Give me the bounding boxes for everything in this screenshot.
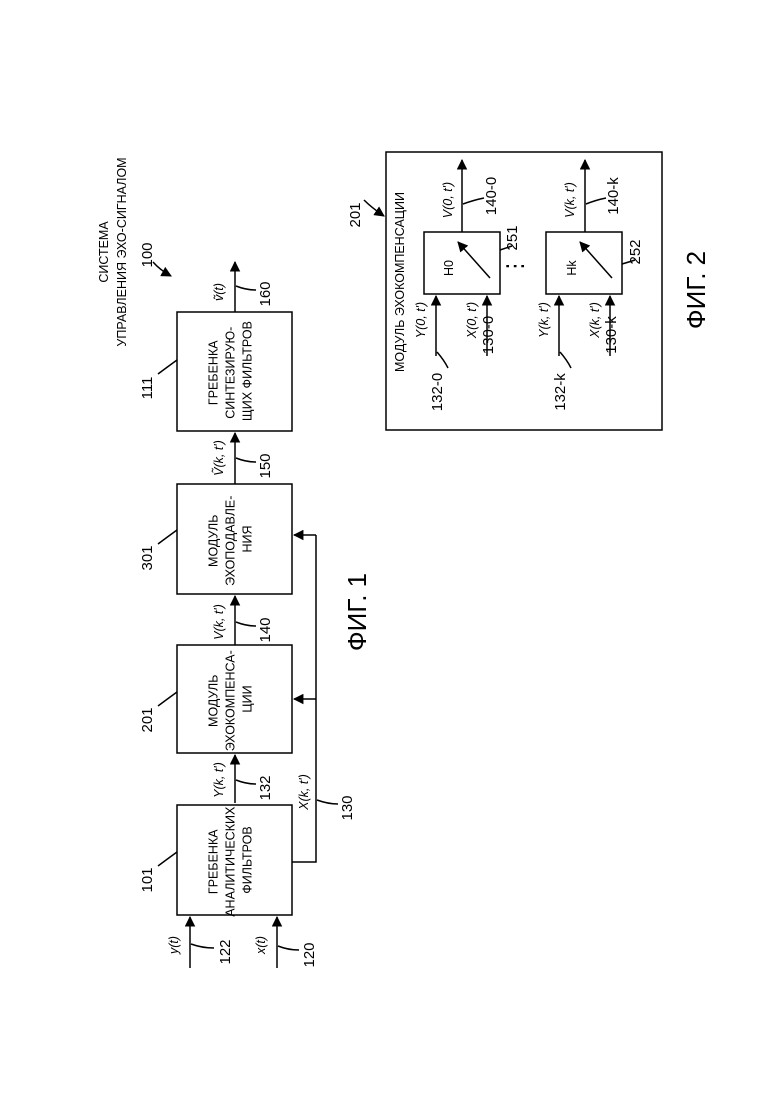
module-label: МОДУЛЬ ЭХОКОМПЕНСАЦИИ: [393, 192, 407, 372]
system-label-line2: УПРАВЛЕНИЯ ЭХО-СИГНАЛОМ: [115, 157, 129, 346]
ref-111-leader: [158, 360, 177, 374]
ref-111: 111: [139, 377, 156, 400]
ref-120-leader: [278, 946, 299, 950]
ref-140-leader: [236, 622, 256, 626]
ref-132: 132: [257, 775, 274, 800]
ref-100-arrow: [153, 262, 171, 276]
Vtilde-signal-label: Ṽ(k, t'): [212, 440, 226, 476]
ref-201-fig2-arrow: [364, 200, 384, 216]
ref-120: 120: [301, 942, 318, 967]
ref-101: 101: [139, 867, 156, 892]
filter-H0-V-label: V(0, t'): [441, 182, 455, 218]
ref-160-leader: [236, 286, 256, 290]
ref-130-0: 130-0: [480, 316, 497, 354]
ref-301-leader: [158, 530, 177, 544]
ref-140: 140: [257, 617, 274, 642]
ref-201: 201: [139, 707, 156, 732]
ref-150: 150: [257, 453, 274, 478]
ref-201-fig2: 201: [347, 202, 364, 227]
ref-132-0: 132-0: [429, 373, 446, 411]
ref-101-leader: [158, 852, 177, 866]
filter-Hk-Y-label: Y(k, t'): [537, 302, 551, 338]
figure-2: 201 МОДУЛЬ ЭХОКОМПЕНСАЦИИ H0 Y(0, t') X(…: [347, 152, 711, 430]
filter-H0-X-label: X(0, t'): [465, 302, 479, 339]
figure-1: ГРЕБЕНКА АНАЛИТИЧЕСКИХ ФИЛЬТРОВ МОДУЛЬ Э…: [97, 157, 372, 968]
filter-Hk-label: Hk: [565, 260, 579, 276]
filter-H0-Y-label: Y(0, t'): [414, 302, 428, 338]
ref-140-k: 140-k: [605, 177, 622, 215]
Y-signal-label: Y(k, t'): [212, 762, 226, 798]
fig1-caption: ФИГ. 1: [342, 573, 372, 651]
V-signal-label: V(k, t'): [212, 604, 226, 640]
ref-132-leader: [236, 780, 256, 784]
vtilde-output-label: ṽ(t): [212, 283, 226, 301]
ref-122-leader: [191, 944, 214, 948]
fig2-caption: ФИГ. 2: [681, 251, 711, 329]
y-input-label: y(t): [167, 936, 181, 955]
filters-ellipsis: ⋮: [502, 255, 527, 277]
ref-301: 301: [139, 545, 156, 570]
x-input-label: x(t): [254, 936, 268, 955]
ref-122: 122: [217, 939, 234, 964]
ref-132-k: 132-k: [552, 373, 569, 411]
ref-251: 251: [504, 225, 521, 250]
ref-130: 130: [339, 795, 356, 820]
ref-100: 100: [139, 242, 156, 267]
ref-150-leader: [236, 458, 256, 462]
filter-Hk-V-label: V(k, t'): [563, 182, 577, 218]
filter-H0-block: [424, 232, 500, 294]
ref-140-0: 140-0: [483, 177, 500, 215]
system-label-line1: СИСТЕМА: [97, 221, 111, 283]
filter-Hk-block: [546, 232, 622, 294]
filter-H0-label: H0: [442, 260, 456, 276]
X-signal-label: X(k, t'): [297, 774, 311, 811]
ref-252: 252: [627, 239, 644, 264]
ref-130-k: 130-k: [603, 316, 620, 354]
ref-160: 160: [257, 281, 274, 306]
ref-130-leader: [317, 800, 338, 804]
ref-201-leader: [158, 692, 177, 706]
filter-Hk-X-label: X(k, t'): [588, 302, 602, 339]
